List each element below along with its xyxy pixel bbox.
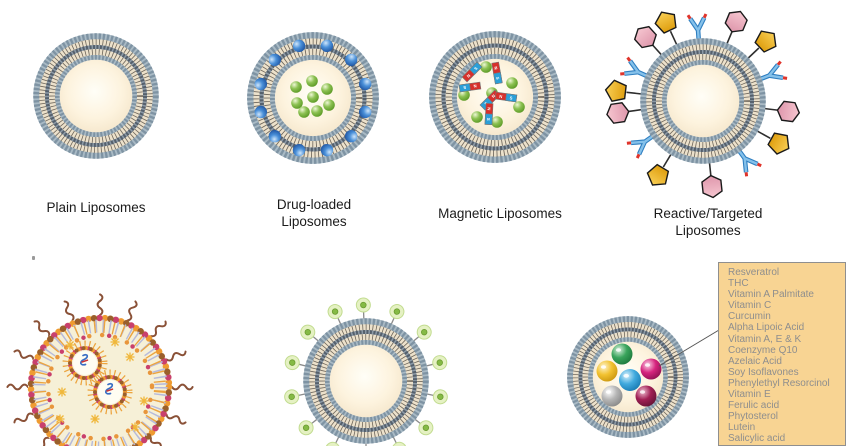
ingredient-item: Lutein	[728, 422, 756, 434]
ingredient-item: Resveratrol	[728, 267, 780, 278]
ingredient-list-box: Resveratrol THC Vitamin A Palmitate Vita…	[718, 262, 846, 446]
ingredient-item: Phenylethyl Resorcinol	[728, 377, 830, 389]
filled-liposome-figure	[570, 319, 685, 434]
plain-liposome-figure	[37, 37, 156, 156]
plain-liposome-label: Plain Liposomes	[46, 200, 146, 215]
ingredient-sphere-maroon	[635, 385, 657, 407]
ingredient-item: THC	[728, 278, 749, 290]
ingredient-item: Curcumin	[728, 311, 771, 323]
ingredient-item: Vitamin E	[728, 389, 771, 401]
ingredient-sphere-silver	[601, 385, 623, 407]
reactive-liposome-figure	[603, 6, 802, 200]
drug-loaded-liposome-label: Drug-loaded Liposomes	[219, 196, 409, 231]
ingredient-sphere-green	[611, 343, 633, 365]
ingredient-item: Ferulic acid	[728, 400, 780, 412]
magnetic-liposome-figure	[433, 35, 558, 160]
ingredient-item: Vitamin A Palmitate	[728, 289, 814, 301]
stray-mark	[32, 256, 35, 260]
ingredient-item: Vitamin A, E & K	[728, 333, 802, 345]
micelle-figure	[6, 293, 194, 446]
drug-loaded-liposome-figure	[251, 36, 376, 161]
reactive-label-line2: Liposomes	[675, 223, 741, 239]
ingredient-item: Vitamin C	[728, 300, 772, 312]
ingredient-item: Salicylic acid	[728, 433, 786, 445]
ingredient-item: Alpha Lipoic Acid	[728, 322, 805, 334]
ingredient-item: Soy Isoflavones	[728, 366, 799, 378]
reactive-liposome-label: Reactive/Targeted Liposomes	[613, 205, 803, 240]
magnetic-liposome-label: Magnetic Liposomes	[438, 206, 562, 221]
ingredient-sphere-magenta	[640, 358, 662, 380]
ingredient-item: Azelaic Acid	[728, 355, 782, 367]
reactive-label-line1: Reactive/Targeted	[653, 206, 763, 221]
ingredient-sphere-blue	[619, 369, 641, 391]
ingredient-item: Coenzyme Q10	[728, 344, 798, 356]
ingredient-sphere-yellow	[596, 360, 618, 382]
drug-loaded-label-line2: Liposomes	[281, 214, 347, 230]
ingredient-item: Phytosterol	[728, 411, 779, 423]
decorated-liposome-figure	[282, 297, 450, 446]
callout-connector-line	[658, 329, 720, 367]
drug-loaded-label-line1: Drug-loaded	[276, 197, 352, 212]
